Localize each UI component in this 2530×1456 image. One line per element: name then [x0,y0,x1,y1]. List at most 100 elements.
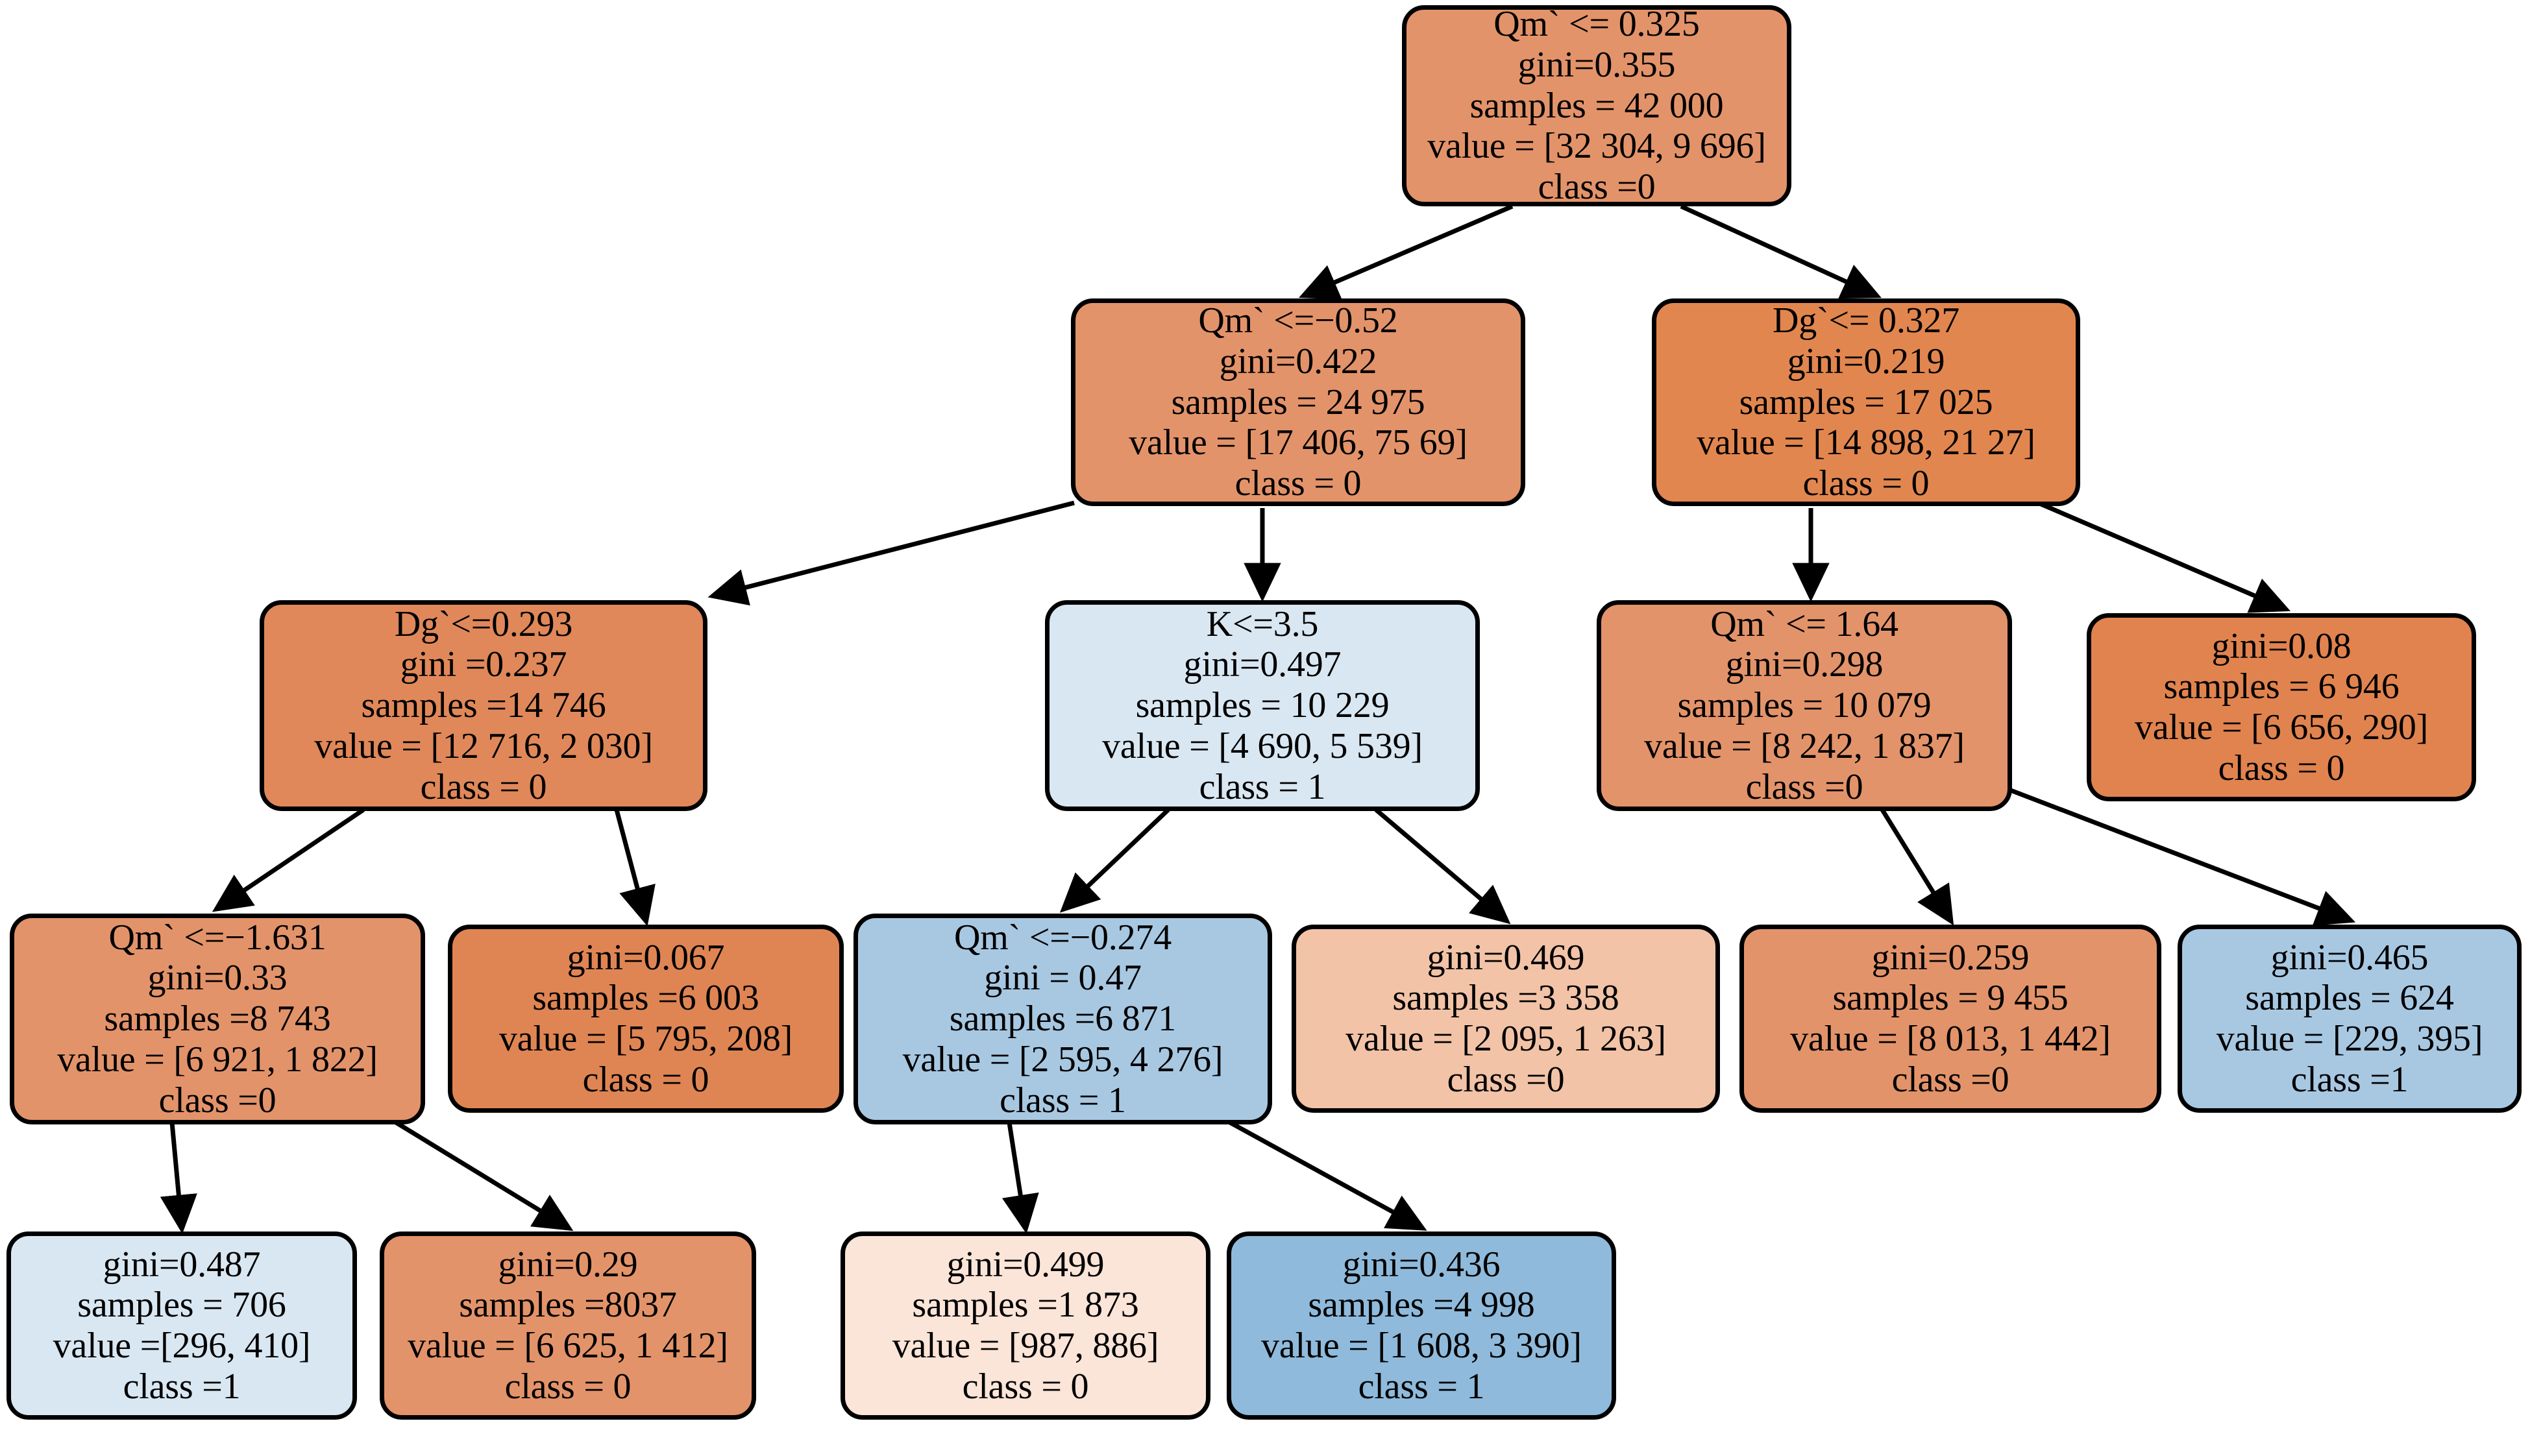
node-line: value = [14 898, 21 27] [1697,422,2035,463]
node-line: samples =6 003 [532,978,759,1019]
node-line: value = [1 608, 3 390] [1261,1326,1582,1366]
node-line: class =0 [158,1080,276,1121]
tree-edge [2004,786,2356,926]
node-line: gini=0.436 [1342,1244,1501,1285]
node-line: gini=0.08 [2211,625,2352,666]
node-line: samples = 24 975 [1171,382,1425,422]
node-line: value = [6 921, 1 822] [57,1039,378,1080]
node-line: class = 0 [420,766,547,807]
node-line: class = 0 [2218,747,2345,788]
node-line: gini=0.33 [147,958,288,999]
node-line: class = 1 [1199,766,1326,807]
node-line: value = [17 406, 75 69] [1129,422,1468,463]
node-line: value = [12 716, 2 030] [314,725,653,766]
node-line: Qm` <=−0.274 [954,917,1172,958]
tree-edge [1298,204,1514,300]
node-line: samples = 10 079 [1677,685,1932,726]
node-line: gini=0.219 [1787,341,1945,382]
node-line: gini=0.469 [1427,937,1585,978]
node-line: gini=0.29 [498,1244,638,1285]
node-line: Qm` <=−0.52 [1198,300,1398,341]
node-line: class =0 [1891,1059,2009,1100]
node-line: class =0 [1447,1059,1565,1100]
node-line: gini=0.298 [1725,644,1884,685]
node-line: Qm` <= 0.325 [1493,4,1700,45]
tree-edge [1680,204,1882,299]
node-line: gini=0.499 [946,1244,1105,1285]
node-line: samples = 42 000 [1469,85,1724,126]
node-line: class = 1 [1358,1366,1485,1407]
node-line: samples =14 746 [361,685,606,726]
node-line: gini =0.237 [400,644,567,685]
node-line: class =0 [1538,167,1656,208]
node-line: gini=0.497 [1183,644,1342,685]
node-line: class = 0 [1802,463,1930,504]
node-line: gini=0.465 [2270,937,2429,978]
node-line: class = 0 [504,1366,632,1407]
node-line: class =1 [2291,1059,2409,1100]
node-line: class = 0 [582,1059,709,1100]
node-line: samples = 17 025 [1739,382,1993,422]
node-line: samples =4 998 [1308,1285,1535,1326]
node-line: value = [2 095, 1 263] [1345,1019,1666,1059]
node-line: class =0 [1745,766,1863,807]
node-line: value =[296, 410] [53,1326,311,1366]
node-line: value = [5 795, 208] [498,1019,793,1059]
node-line: samples =1 873 [912,1285,1139,1326]
node-line: value = [229, 395] [2216,1019,2483,1059]
node-line: class = 0 [1234,463,1362,504]
node-line: value = [8 242, 1 837] [1644,725,1965,766]
node-line: class = 0 [962,1366,1089,1407]
node-line: gini=0.259 [1871,937,2030,978]
node-line: samples =3 358 [1392,978,1619,1019]
tree-edge [1229,1120,1427,1231]
tree-edge [1880,808,1954,926]
node-line: gini=0.422 [1219,341,1377,382]
node-line: samples = 10 229 [1135,685,1390,726]
node-line: gini = 0.47 [984,958,1142,999]
node-line: value = [2 595, 4 276] [902,1039,1223,1080]
node-line: samples =6 871 [949,999,1177,1039]
node-line: samples = 6 946 [2163,666,2400,707]
node-line: value = [4 690, 5 539] [1102,725,1423,766]
node-line: samples = 706 [77,1285,286,1326]
node-line: Qm` <= 1.64 [1710,603,1898,644]
tree-edge [2037,500,2291,613]
node-line: Dg`<= 0.327 [1772,300,1960,341]
node-line: class =1 [123,1366,241,1407]
tree-edge [1059,808,1170,913]
node-line: samples = 624 [2245,978,2454,1019]
node-line: value = [32 304, 9 696] [1427,126,1766,167]
tree-edge [1001,1122,1039,1234]
node-line: K<=3.5 [1206,603,1319,644]
node-line: gini=0.067 [567,937,725,978]
node-line: Qm` <=−1.631 [108,917,326,958]
node-line: value = [6 625, 1 412] [408,1326,728,1366]
tree-edge [707,500,1075,606]
node-line: samples =8 743 [104,999,331,1039]
node-line: samples = 9 455 [1832,978,2069,1019]
node-line: gini=0.487 [103,1244,261,1285]
tree-edge [212,808,365,912]
tree-edge [160,1122,197,1234]
node-line: Dg`<=0.293 [394,603,573,644]
tree-edge [1374,808,1511,925]
node-line: value = [6 656, 290] [2134,707,2429,747]
